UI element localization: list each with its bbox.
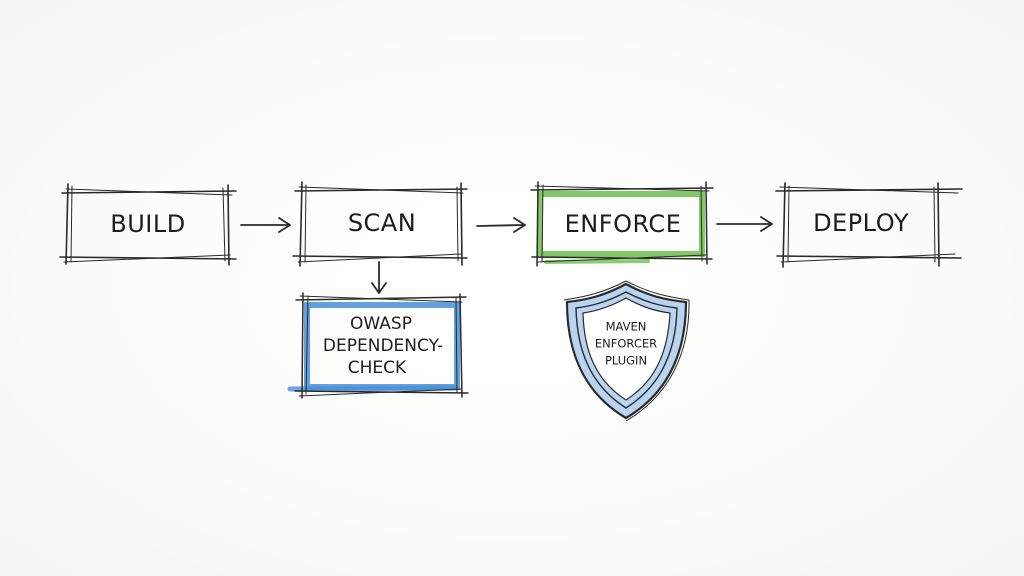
owasp-label-line-2: DEPENDENCY- [323,336,443,356]
owasp-label-line-1: OWASP [350,314,412,334]
stage-deploy: DEPLOY [775,182,963,268]
stage-enforce: ENFORCE [530,181,714,267]
shield-icon: MAVEN ENFORCER PLUGIN [563,280,690,422]
stage-scan: SCAN [292,181,468,267]
shield-label-line-2: ENFORCER [595,337,657,351]
tool-owasp-dependency-check: OWASP DEPENDENCY- CHECK [287,292,469,399]
owasp-label-line-3: CHECK [348,358,407,378]
arrow-build-to-scan [240,217,291,233]
stage-build: BUILD [59,183,237,266]
arrow-enforce-to-deploy [716,216,773,232]
arrow-scan-to-owasp [371,261,387,294]
stage-build-label: BUILD [110,210,185,238]
stage-enforce-label: ENFORCE [565,210,682,238]
shield-label-line-1: MAVEN [606,320,647,334]
shield-label-line-3: PLUGIN [605,354,647,368]
stage-scan-label: SCAN [348,209,416,237]
arrow-scan-to-enforce [476,217,526,233]
stage-deploy-label: DEPLOY [813,209,909,237]
